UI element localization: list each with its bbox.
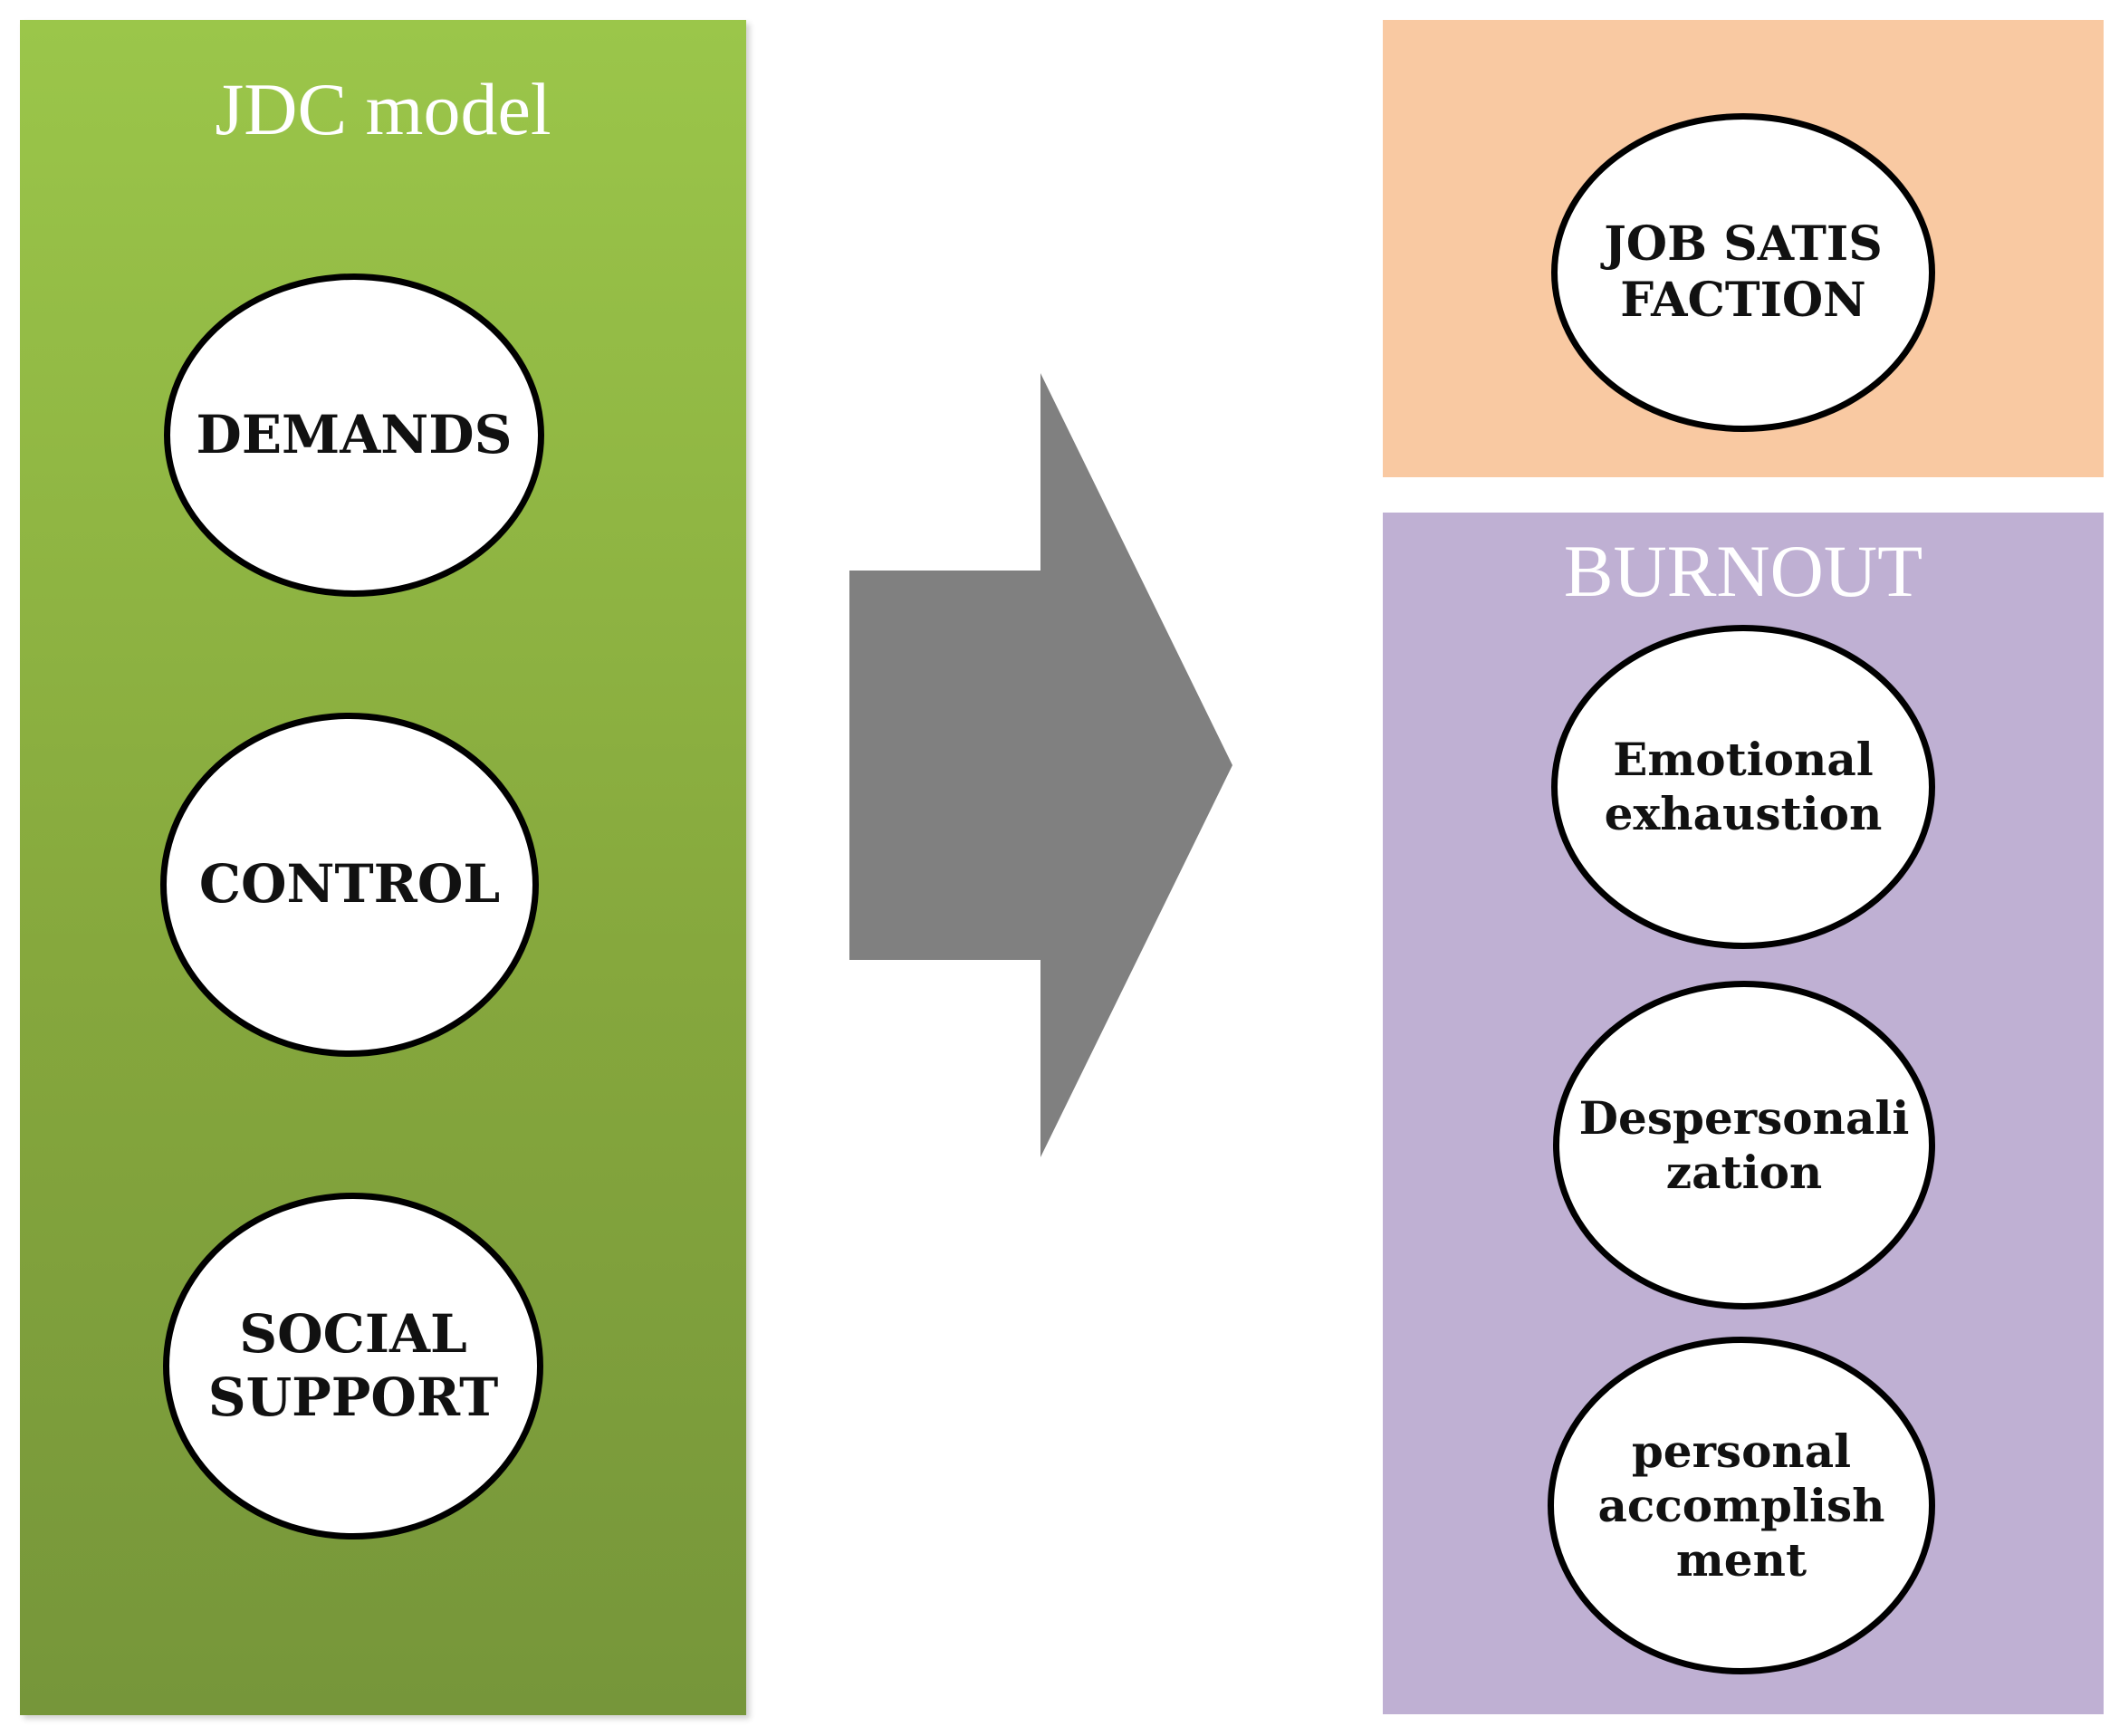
arrow-shape: [849, 373, 1232, 1157]
control-node: CONTROL: [160, 713, 539, 1057]
job-satisfaction-label: JOB SATIS FACTION: [1604, 216, 1883, 328]
control-label: CONTROL: [198, 853, 501, 916]
demands-node: DEMANDS: [164, 273, 544, 597]
job-satisfaction-node: JOB SATIS FACTION: [1551, 113, 1935, 432]
flow-arrow: [849, 373, 1232, 1157]
personal-accomplishment-label: personal accomplish ment: [1597, 1424, 1885, 1587]
depersonalization-node: Despersonali zation: [1553, 981, 1935, 1309]
job-satisfaction-panel: JOB SATIS FACTION: [1383, 20, 2104, 477]
emotional-exhaustion-label: Emotional exhaustion: [1604, 733, 1883, 840]
social-support-label: SOCIAL SUPPORT: [207, 1302, 499, 1428]
burnout-title: BURNOUT: [1563, 530, 1923, 612]
emotional-exhaustion-node: Emotional exhaustion: [1551, 625, 1935, 949]
burnout-panel: BURNOUT Emotional exhaustion Despersonal…: [1383, 513, 2104, 1714]
personal-accomplishment-node: personal accomplish ment: [1548, 1337, 1935, 1674]
jdc-model-title: JDC model: [215, 68, 551, 150]
social-support-node: SOCIAL SUPPORT: [163, 1193, 543, 1539]
depersonalization-label: Despersonali zation: [1578, 1090, 1910, 1199]
demands-label: DEMANDS: [196, 403, 513, 465]
jdc-model-panel: JDC model DEMANDS CONTROL SOCIAL SUPPORT: [20, 20, 746, 1715]
